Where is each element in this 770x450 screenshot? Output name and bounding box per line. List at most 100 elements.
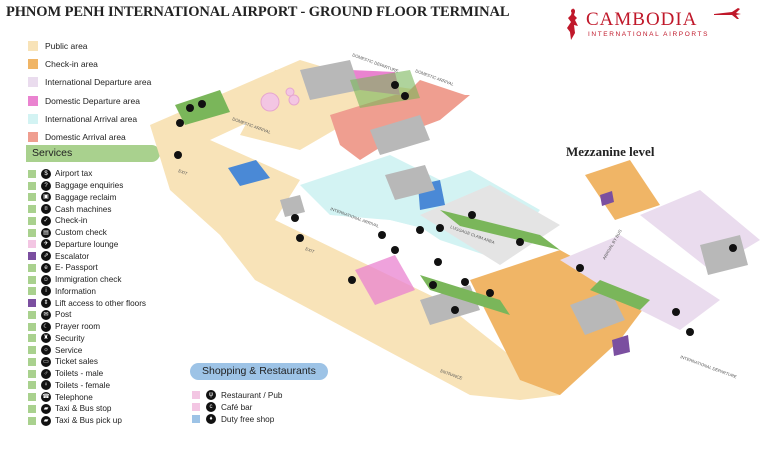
service-label: Security: [55, 333, 85, 343]
taxi-bus-stop-icon: ▰: [41, 403, 51, 414]
service-label: Service: [55, 345, 83, 355]
toilet-male-icon: ♂: [41, 368, 51, 379]
plane-icon: [714, 8, 741, 19]
swatch: [28, 205, 36, 214]
service-label: Taxi & Bus pick up: [55, 416, 122, 426]
swatch: [28, 169, 36, 178]
lift-icon: ⇕: [41, 298, 51, 309]
swatch: [28, 334, 36, 343]
swatch: [28, 95, 38, 106]
telephone-icon: ☎: [41, 392, 51, 403]
map-label-exit-2: EXIT: [305, 246, 316, 254]
mezzanine-check-in-area: [585, 160, 660, 220]
terminal-building: [300, 60, 360, 100]
service-service: ☼Service: [28, 344, 146, 356]
service-label: Lift access to other floors: [55, 298, 147, 308]
duty-free-icon: ♦: [206, 414, 216, 424]
service-label: Ticket sales: [55, 357, 98, 367]
legend-label: Domestic Departure area: [45, 95, 140, 106]
map-pin: [198, 100, 206, 108]
services-list: $Airport tax ?Baggage enquiries ▣Baggage…: [28, 168, 146, 427]
shop-duty-free: ♦Duty free shop: [192, 413, 282, 425]
swatch: [28, 310, 36, 319]
map-pin: [436, 224, 444, 232]
mezzanine-title: Mezzanine level: [566, 144, 655, 159]
service-label: Escalator: [55, 251, 90, 261]
service-escalator: ⇗ Escalator: [28, 250, 146, 262]
swatch: [28, 393, 36, 402]
map-pin: [291, 214, 299, 222]
cash-machine-icon: ¤: [41, 204, 51, 215]
swatch: [28, 369, 36, 378]
service-security: ♜ Security: [28, 333, 146, 345]
terminal-building: [370, 115, 430, 155]
service-label: Taxi & Bus stop: [55, 404, 112, 414]
map-pin: [486, 289, 494, 297]
prayer-room-icon: ☾: [41, 321, 51, 332]
service-block: [420, 275, 510, 315]
service-ticket-sales: ▭Ticket sales: [28, 356, 146, 368]
map-pin: [429, 281, 437, 289]
service-departure-lounge: ✈Departure lounge: [28, 239, 146, 251]
services-header: Services: [26, 145, 160, 162]
mezzanine-lift-block: [600, 191, 614, 206]
page-title: PHNOM PENH INTERNATIONAL AIRPORT - GROUN…: [6, 4, 510, 20]
legend-label: Public area: [45, 41, 88, 52]
logo-subtitle: INTERNATIONAL AIRPORTS: [588, 31, 710, 38]
service-toilets-male: ♂ Toilets - male: [28, 368, 146, 380]
map-pin: [451, 306, 459, 314]
escalator-icon: ⇗: [41, 251, 51, 262]
terminal-building: [385, 165, 435, 200]
legend-row-public-area: Public area: [28, 37, 151, 55]
service-block: [440, 210, 560, 250]
service-label: Baggage reclaim: [55, 192, 117, 202]
legend-label: International Arrival area: [45, 113, 138, 124]
post-icon: ✉: [41, 309, 51, 320]
map-pin: [378, 231, 386, 239]
check-in-icon: ✓: [41, 215, 51, 226]
swatch: [28, 357, 36, 366]
swatch: [192, 415, 200, 423]
swatch: [28, 41, 38, 52]
service-baggage-reclaim: ▣Baggage reclaim: [28, 192, 146, 204]
swatch: [28, 77, 38, 88]
service-toilets-female: ♀ Toilets - female: [28, 380, 146, 392]
custom-check-block: [355, 255, 415, 305]
legend-label: Domestic Arrival area: [45, 132, 126, 143]
service-label: Toilets - female: [55, 380, 111, 390]
lift-block: [612, 335, 630, 356]
area-legend: Public area Check-in area International …: [28, 37, 151, 146]
service-cash-machines: ¤Cash machines: [28, 203, 146, 215]
swatch: [192, 391, 200, 399]
map-pin: [416, 226, 424, 234]
swatch: [28, 346, 36, 355]
international-departure-area: [560, 235, 720, 330]
map-pin: [468, 211, 476, 219]
legend-row-domestic-arrival: Domestic Arrival area: [28, 128, 151, 146]
baggage-enquiries-icon: ?: [41, 180, 51, 191]
service-label: Check-in: [55, 216, 88, 226]
service-label: Information: [55, 286, 96, 296]
swatch: [28, 216, 36, 225]
legend-row-international-arrival: International Arrival area: [28, 110, 151, 128]
security-icon: ♜: [41, 333, 51, 344]
service-label: Toilets - male: [55, 369, 104, 379]
service-post: ✉ Post: [28, 309, 146, 321]
map-pin: [296, 234, 304, 242]
terminal-building: [570, 290, 625, 335]
service-label: Baggage enquiries: [55, 181, 124, 191]
departure-lounge-disc: [288, 94, 300, 106]
service-label: Post: [55, 310, 72, 320]
map-pin: [672, 308, 680, 316]
shopping-header: Shopping & Restaurants: [190, 363, 328, 380]
logo-word: CAMBODIA: [586, 9, 698, 30]
e-passport-icon: e: [41, 262, 51, 273]
toilet-female-icon: ♀: [41, 380, 51, 391]
swatch: [28, 381, 36, 390]
legend-row-international-departure: International Departure area: [28, 73, 151, 91]
swatch: [28, 299, 36, 308]
map-label-intl-departure: INTERNATIONAL DEPARTURE: [680, 354, 738, 379]
